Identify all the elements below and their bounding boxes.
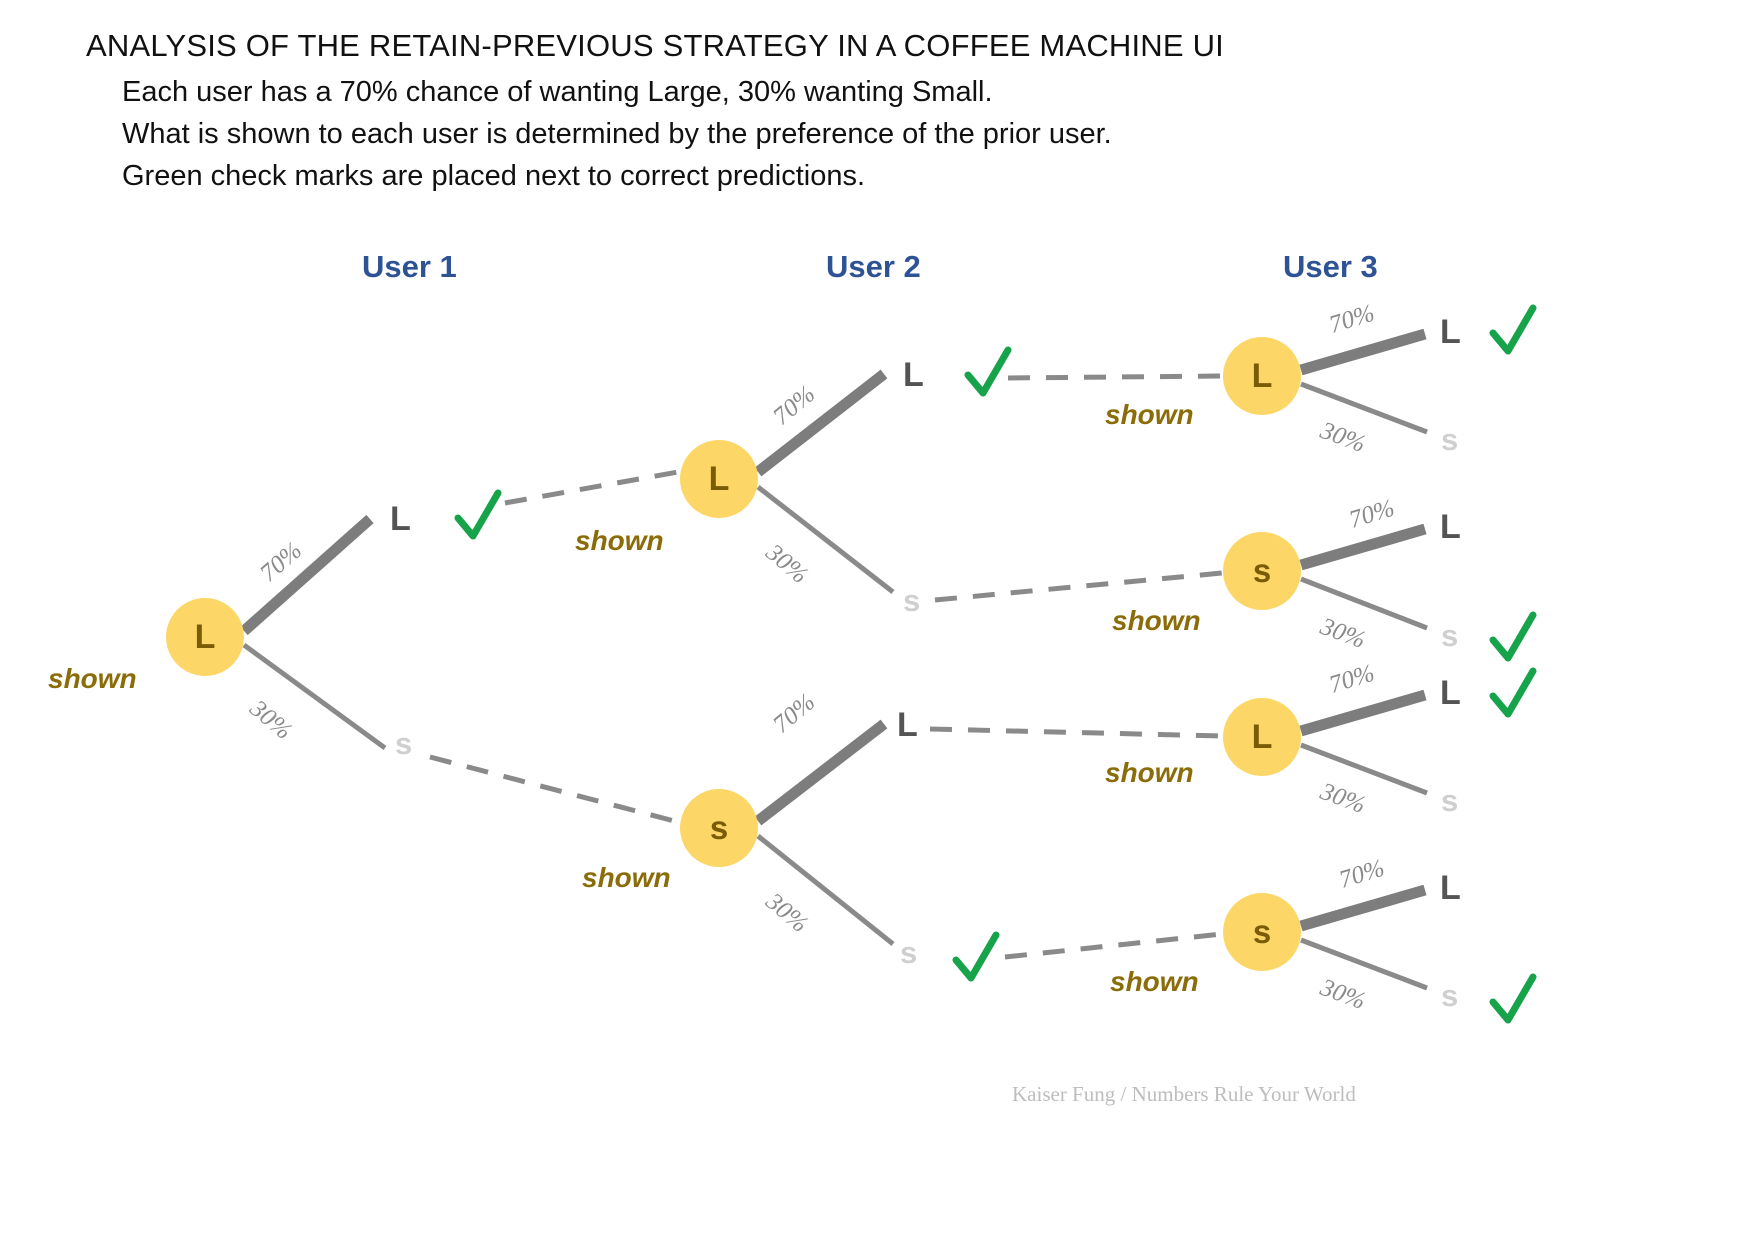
check-mark-icon-u3aL bbox=[1487, 303, 1539, 359]
leaf-user1-L: L bbox=[390, 500, 411, 538]
shown-label-u2b: shown bbox=[582, 862, 671, 893]
shown-label-u3c: shown bbox=[1105, 757, 1194, 788]
node-user3-a-L[interactable]: L bbox=[1223, 337, 1301, 415]
leaf-user3-a-L: L bbox=[1440, 313, 1461, 351]
shown-connector-u2bL-u3c bbox=[929, 726, 1223, 739]
column-heading-user-3: User 3 bbox=[1283, 249, 1378, 284]
shown-connector-u2bS-u3d bbox=[1004, 931, 1223, 960]
branch-u1-small bbox=[242, 642, 387, 751]
check-mark-icon-u1L bbox=[452, 488, 504, 544]
shown-connector-u1S-u2b bbox=[429, 754, 679, 825]
branch-u3b-large bbox=[1299, 523, 1427, 571]
credit-footer: Kaiser Fung / Numbers Rule Your World bbox=[1012, 1082, 1356, 1106]
node-user3-c-L[interactable]: L bbox=[1223, 698, 1301, 776]
column-heading-user-1: User 1 bbox=[362, 249, 457, 284]
page-title: ANALYSIS OF THE RETAIN-PREVIOUS STRATEGY… bbox=[86, 28, 1224, 63]
leaf-user3-b-s: s bbox=[1441, 618, 1459, 653]
branch-u3a-large bbox=[1299, 328, 1427, 376]
node-user2-L[interactable]: L bbox=[680, 440, 758, 518]
leaf-user1-s: s bbox=[395, 726, 413, 761]
branch-u3c-large bbox=[1299, 689, 1427, 737]
shown-connector-u2aL-u3a bbox=[1007, 373, 1223, 381]
branch-u2b-large bbox=[754, 719, 888, 826]
node-user2-s[interactable]: s bbox=[680, 789, 758, 867]
column-heading-user-2: User 2 bbox=[826, 249, 921, 284]
branch-u3c-small bbox=[1300, 742, 1428, 796]
branch-u1-large bbox=[240, 514, 374, 636]
branch-u2b-small bbox=[756, 834, 895, 946]
leaf-user2-b-s: s bbox=[900, 935, 918, 970]
check-mark-icon-u3cL bbox=[1487, 666, 1539, 722]
branch-u3d-small bbox=[1300, 937, 1428, 991]
node-user3-b-s[interactable]: s bbox=[1223, 532, 1301, 610]
leaf-user3-b-L: L bbox=[1440, 508, 1461, 546]
shown-label-u3d: shown bbox=[1110, 966, 1199, 997]
leaf-user3-a-s: s bbox=[1441, 422, 1459, 457]
leaf-user2-a-s: s bbox=[903, 583, 921, 618]
leaf-user2-a-L: L bbox=[903, 356, 924, 394]
leaf-user3-c-s: s bbox=[1441, 783, 1459, 818]
shown-label-u2a: shown bbox=[575, 525, 664, 556]
header-line-3: Green check marks are placed next to cor… bbox=[122, 160, 866, 192]
shown-connector-u1L-u2a bbox=[504, 469, 679, 506]
header-line-2: What is shown to each user is determined… bbox=[122, 118, 1112, 150]
branch-u3b-small bbox=[1300, 576, 1428, 631]
branch-u2a-large bbox=[754, 369, 888, 477]
leaf-user3-d-L: L bbox=[1440, 869, 1461, 907]
shown-label-u3a: shown bbox=[1105, 399, 1194, 430]
branch-u3d-large bbox=[1299, 884, 1427, 932]
branch-u3a-small bbox=[1300, 381, 1428, 435]
node-user1-L[interactable]: L bbox=[166, 598, 244, 676]
shown-connector-u2aS-u3b bbox=[934, 570, 1223, 603]
shown-label-root: shown bbox=[48, 663, 137, 694]
check-mark-icon-u3bS bbox=[1487, 610, 1539, 666]
check-mark-icon-u2aL bbox=[962, 345, 1014, 401]
check-mark-icon-u3dS bbox=[1487, 972, 1539, 1028]
leaf-user3-d-s: s bbox=[1441, 978, 1459, 1013]
shown-label-u3b: shown bbox=[1112, 605, 1201, 636]
node-user3-d-s[interactable]: s bbox=[1223, 893, 1301, 971]
leaf-user2-b-L: L bbox=[897, 706, 918, 744]
branch-u2a-small bbox=[756, 485, 895, 594]
header-line-1: Each user has a 70% chance of wanting La… bbox=[122, 76, 993, 108]
check-mark-icon-u2bS bbox=[950, 930, 1002, 986]
leaf-user3-c-L: L bbox=[1440, 674, 1461, 712]
